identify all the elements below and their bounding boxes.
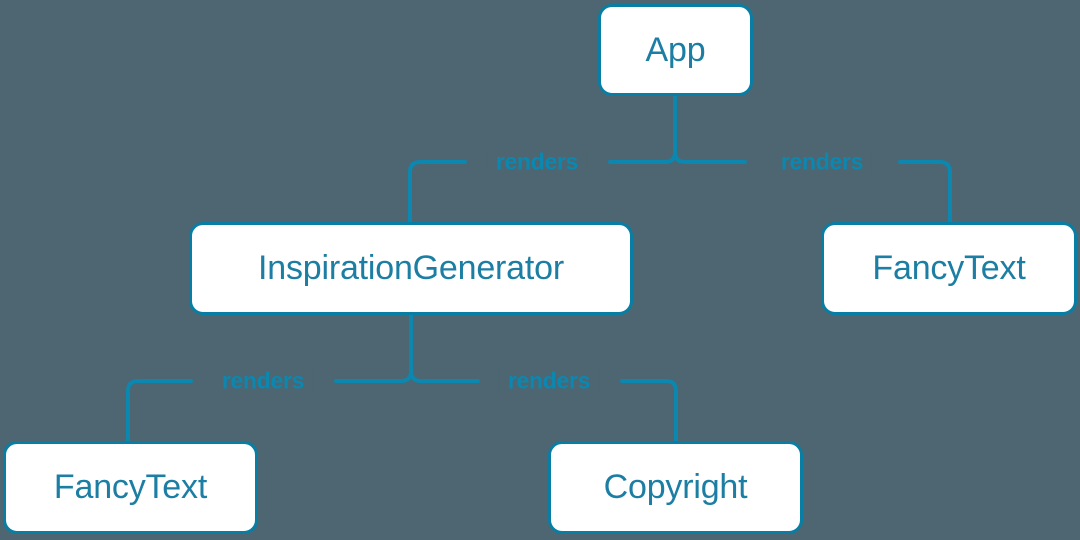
node-fancytext-bottom[interactable]: FancyText [3,441,258,534]
node-fancytext-right[interactable]: FancyText [821,222,1077,315]
edge-inspiration-generator-stem-right [409,313,480,383]
node-copyright[interactable]: Copyright [548,441,803,534]
edge-inspiration-generator-to-fancytext-bottom [126,379,193,443]
node-app-label: App [645,30,706,69]
edge-label-inspiration-generator-to-copyright: renders [498,367,600,395]
edge-app-to-inspiration-generator [408,160,467,224]
edge-app-stem [608,94,677,164]
edge-label-app-to-inspiration-generator: renders [486,148,588,176]
node-app[interactable]: App [598,4,753,96]
node-fancytext-bottom-label: FancyText [53,468,208,506]
edge-inspiration-generator-to-copyright [620,379,678,443]
node-inspiration-generator-label: InspirationGenerator [258,249,564,287]
edge-label-inspiration-generator-to-fancytext-bottom: renders [212,367,314,395]
edge-app-stem-right [673,94,747,164]
node-inspiration-generator[interactable]: InspirationGenerator [189,222,633,315]
edge-app-to-fancytext-right [898,160,952,224]
edge-inspiration-generator-stem [334,313,413,383]
node-fancytext-right-label: FancyText [872,249,1026,287]
edge-label-app-to-fancytext-right: renders [771,148,873,176]
node-copyright-label: Copyright [603,468,748,506]
